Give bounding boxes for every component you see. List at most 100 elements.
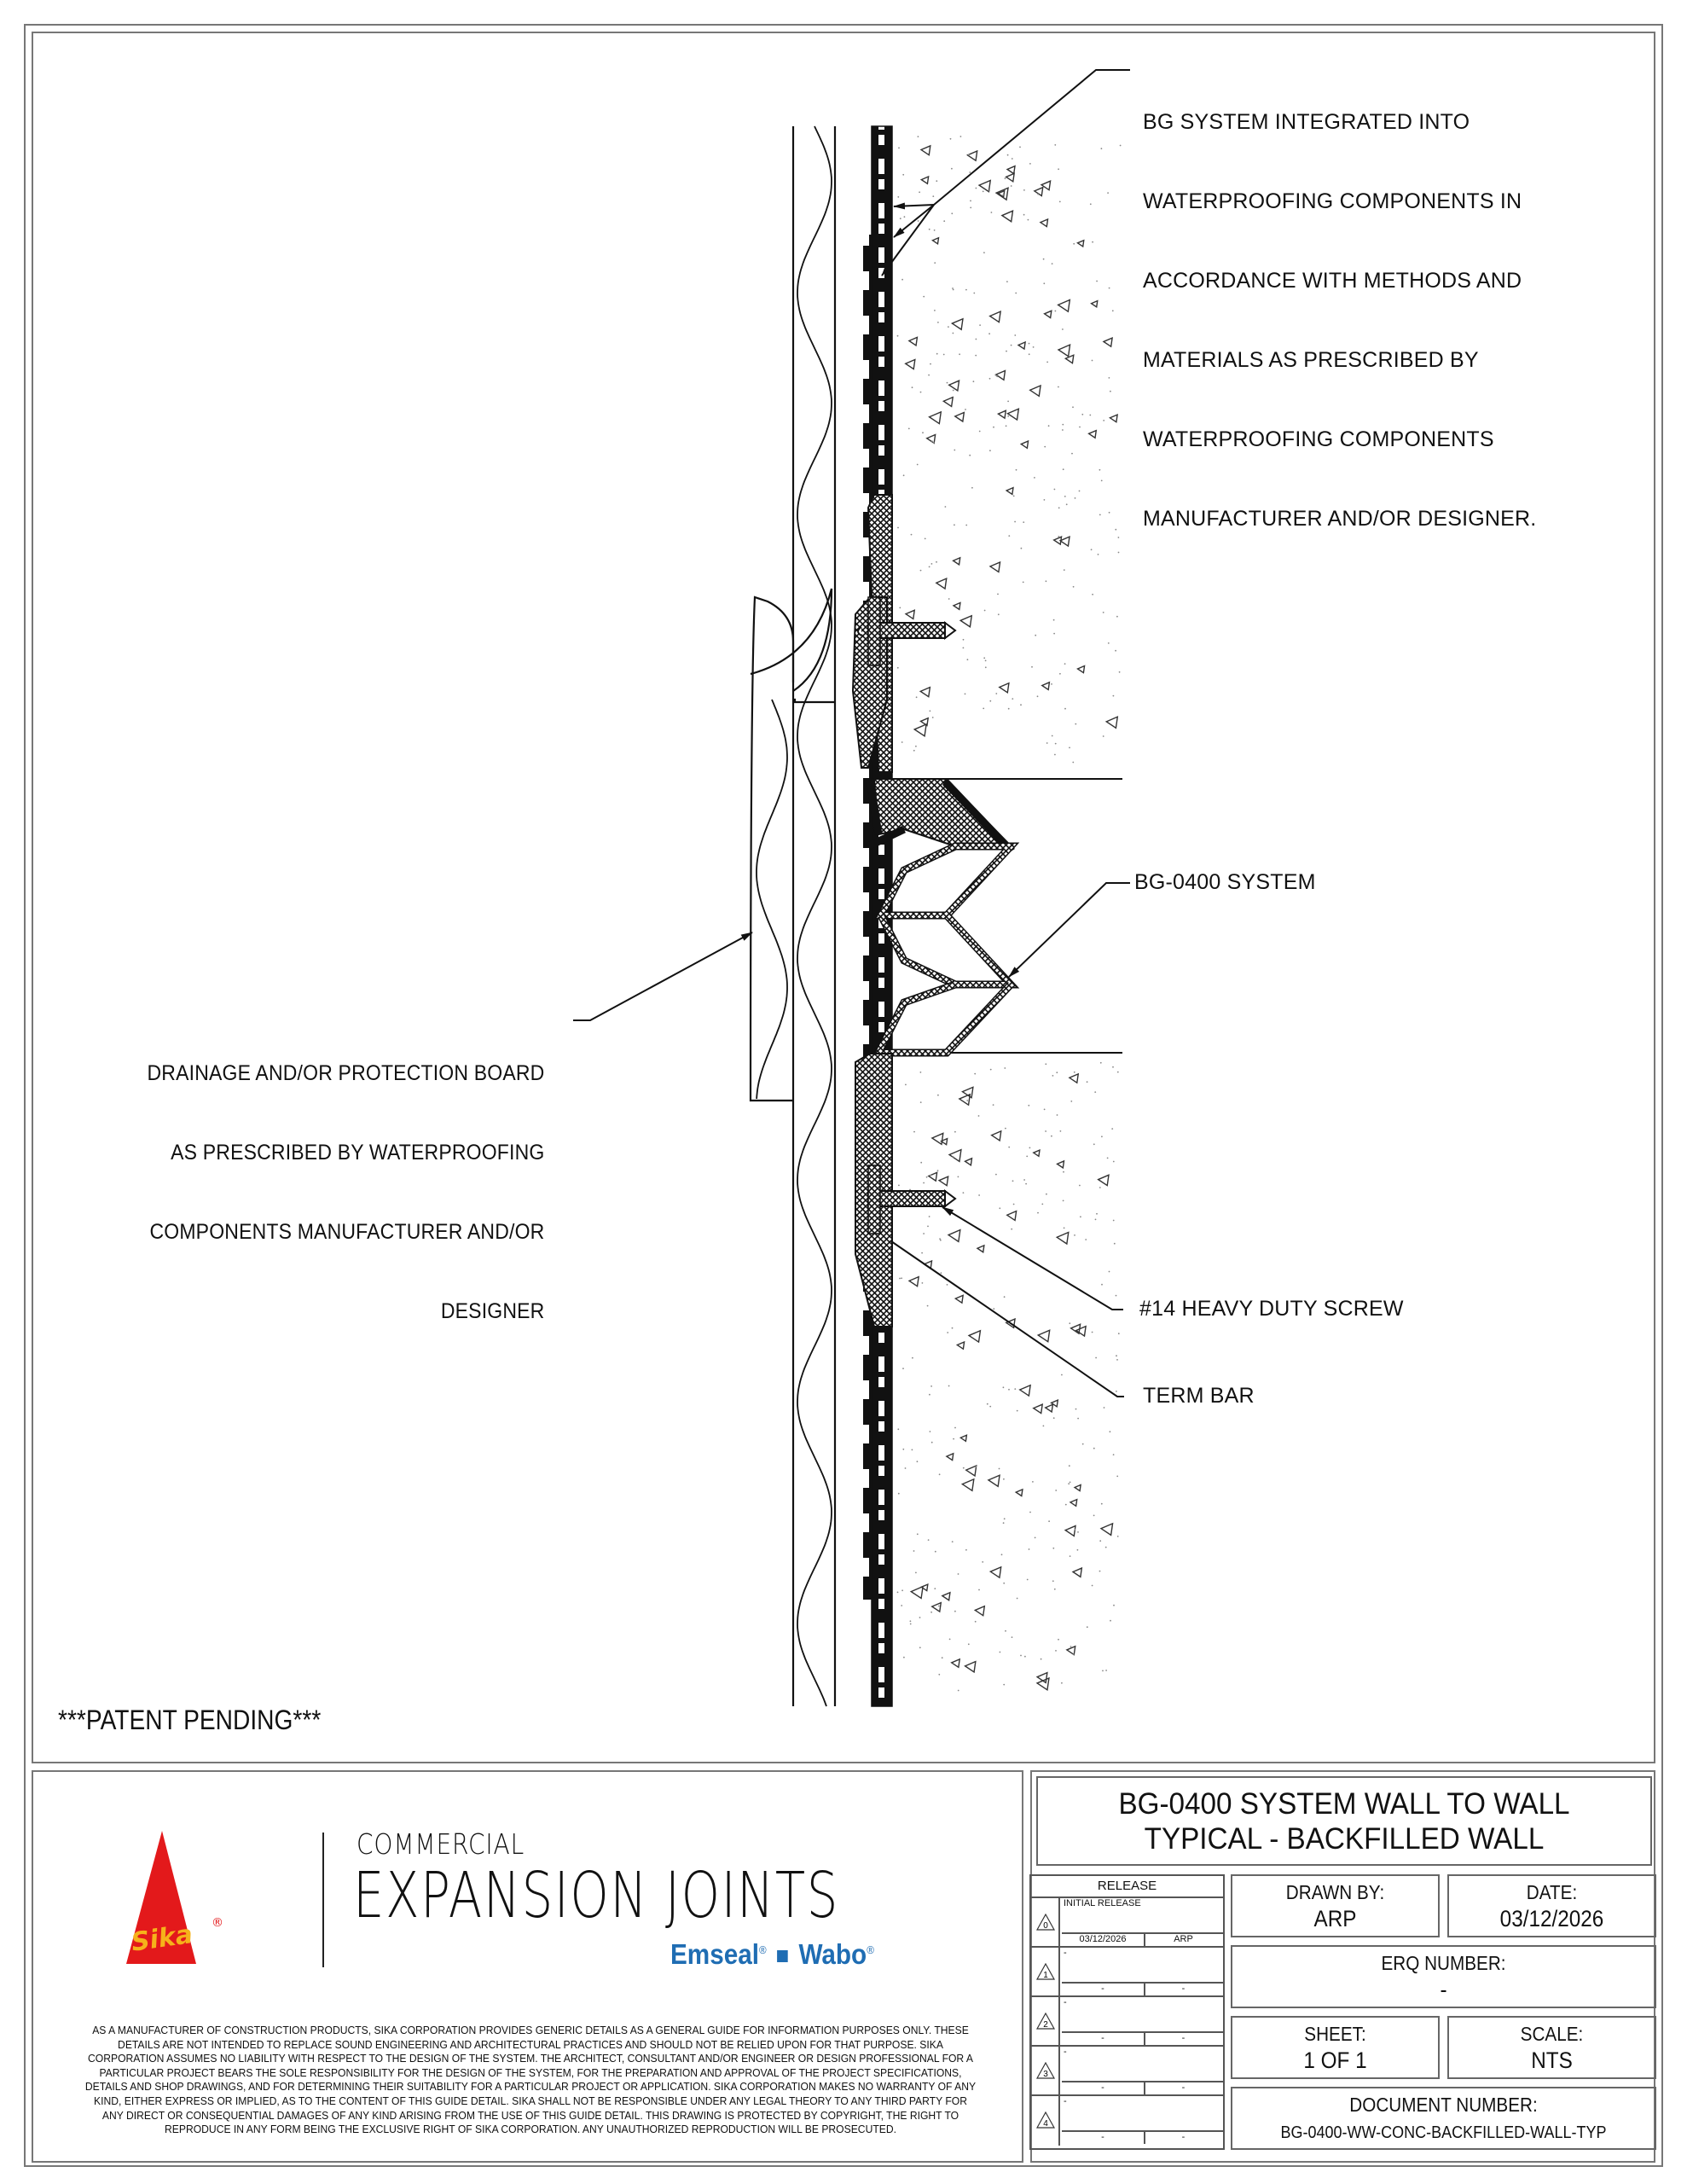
stipple-dot [1023,213,1025,216]
stipple-dot [983,657,986,659]
stipple-dot [946,1284,948,1286]
stipple-dot [901,278,903,281]
stipple-dot [989,1405,992,1408]
stipple-dot [1103,1407,1105,1409]
aggregate-mark [1076,665,1086,674]
stipple-dot [1008,1146,1011,1148]
stipple-dot [1054,144,1057,146]
stipple-dot [1115,528,1117,531]
aggregate-mark [976,1244,985,1253]
brand-line-commercial: COMMERCIAL [357,1827,525,1861]
revision-number: 3 [1043,2070,1048,2079]
stipple-dot [939,1239,942,1241]
aggregate-mark [1000,210,1014,223]
stipple-dot [1078,490,1081,492]
stipple-dot [1043,1108,1046,1111]
stipple-dot [898,1184,900,1187]
aggregate-mark [987,1474,1000,1488]
callout-line: DRAINAGE AND/OR PROTECTION BOARD [147,1061,544,1085]
stipple-dot [982,190,984,193]
aggregate-mark [1055,1231,1070,1246]
callout-line: ACCORDANCE WITH METHODS AND [1143,269,1522,293]
stipple-dot [1116,1475,1119,1478]
stipple-dot [970,200,971,202]
stipple-dot [967,1643,970,1646]
patent-pending-notice: ***PATENT PENDING*** [58,1705,322,1735]
aggregate-mark [904,358,916,370]
stipple-dot [1029,1511,1031,1513]
stipple-dot [1011,1636,1013,1638]
stipple-dot [978,430,981,433]
stipple-dot [1056,1072,1058,1074]
stipple-dot [941,1657,943,1659]
stipple-dot [1002,194,1005,196]
aggregate-mark [927,1171,938,1182]
stipple-dot [1020,704,1022,706]
aggregate-mark [942,396,954,408]
stipple-dot [1112,1454,1115,1455]
stipple-dot [1011,158,1013,160]
aggregate-mark [1097,1174,1110,1187]
aggregate-mark [959,614,973,628]
stipple-dot [1008,1388,1010,1391]
aggregate-mark [1057,344,1071,357]
stipple-dot [970,206,972,209]
stipple-dot [996,375,999,378]
sheet-cell: SHEET: 1 OF 1 [1231,2016,1440,2079]
stipple-dot [1099,1540,1102,1542]
stipple-dot [1079,426,1081,428]
aggregate-mark [961,1086,974,1099]
stipple-dot [951,212,954,215]
stipple-dot [1094,1091,1097,1093]
stipple-dot [1076,1548,1079,1551]
revision-triangle-icon: 1 [1036,1963,1055,1980]
callout-line: COMPONENTS MANUFACTURER AND/OR [148,1220,544,1244]
stipple-dot [989,700,992,702]
sheet-value: 1 OF 1 [1303,2048,1367,2073]
stipple-dot [1045,1063,1047,1066]
aggregate-mark [1050,1399,1059,1409]
stipple-dot [919,1647,921,1649]
stipple-dot [1061,1374,1063,1376]
stipple-dot [915,1571,917,1574]
stipple-dot [1051,735,1053,737]
stipple-dot [1062,429,1064,431]
revision-triangle-cell: 0 [1031,1898,1060,1946]
stipple-dot [1055,1490,1058,1491]
stipple-dot [1036,695,1039,698]
stipple-dot [937,1094,939,1096]
stipple-dot [1045,1130,1046,1132]
stipple-dot [1054,742,1057,745]
stipple-dot [1104,1546,1107,1548]
revision-triangle-cell: 1 [1031,1948,1060,1995]
stipple-dot [902,1368,904,1369]
aggregate-mark [1033,186,1044,197]
stipple-dot [1008,535,1011,537]
aggregate-mark [1005,172,1015,183]
aggregate-mark [919,686,931,698]
stipple-dot [1058,168,1059,171]
stipple-dot [1035,634,1037,636]
leader-bg-0400-system [1008,882,1130,978]
aggregate-mark [1109,413,1118,423]
stipple-dot [948,326,949,328]
stipple-dot [924,537,926,540]
stipple-dot [1026,1578,1029,1581]
aggregate-mark [964,1157,973,1166]
leader-bg-system-integrated [933,69,1130,206]
drawing-title: BG-0400 SYSTEM WALL TO WALL TYPICAL - BA… [1036,1776,1652,1866]
stipple-dot [1108,1270,1110,1273]
stipple-dot [1055,1650,1057,1652]
callout-line: AS PRESCRIBED BY WATERPROOFING [170,1141,544,1165]
aggregate-mark [1018,1384,1031,1397]
release-by: - [1181,2132,1186,2142]
document-number-cell: DOCUMENT NUMBER: BG-0400-WW-CONC-BACKFIL… [1231,2087,1656,2150]
stipple-dot [930,363,931,365]
stipple-dot [1096,1212,1098,1215]
stipple-dot [1015,292,1017,294]
stipple-dot [1003,1683,1006,1686]
aggregate-mark [950,317,964,331]
stipple-dot [1099,1187,1101,1188]
stipple-dot [1047,425,1050,427]
